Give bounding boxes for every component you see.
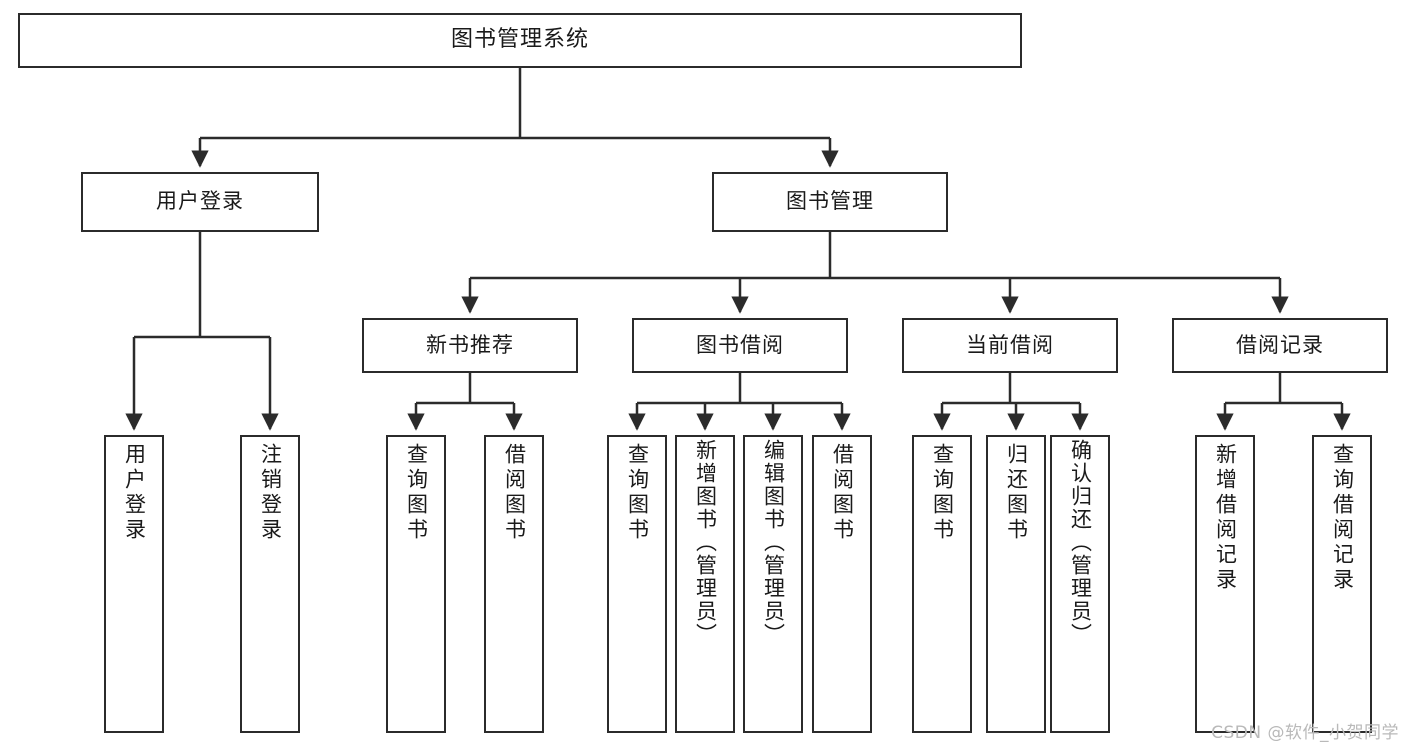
node-leaf-edit-book-label: 编辑图书（管理员） [761,439,786,646]
node-leaf-edit-book[interactable]: 编辑图书（管理员） [743,435,803,733]
node-current-borrow[interactable]: 当前借阅 [902,318,1118,373]
node-new-book-rec[interactable]: 新书推荐 [362,318,578,373]
node-borrow-record[interactable]: 借阅记录 [1172,318,1388,373]
node-leaf-user-logout-label: 注销登录 [258,443,283,543]
node-book-borrow[interactable]: 图书借阅 [632,318,848,373]
node-root-label: 图书管理系统 [450,27,589,53]
node-leaf-query-book-3-label: 查询图书 [930,443,955,543]
node-leaf-user-logout[interactable]: 注销登录 [240,435,300,733]
node-leaf-borrow-book-1-label: 借阅图书 [502,443,527,543]
node-leaf-query-book-1[interactable]: 查询图书 [386,435,446,733]
node-leaf-borrow-book-2[interactable]: 借阅图书 [812,435,872,733]
node-leaf-user-login-label: 用户登录 [122,443,147,543]
node-leaf-query-book-2-label: 查询图书 [625,443,650,543]
node-leaf-query-book-1-label: 查询图书 [404,443,429,543]
node-leaf-confirm-return-label: 确认归还（管理员） [1068,439,1093,646]
node-leaf-add-record[interactable]: 新增借阅记录 [1195,435,1255,733]
csdn-watermark: CSDN @软件_小贺同学 [1211,723,1399,743]
node-book-manage[interactable]: 图书管理 [712,172,948,232]
node-leaf-user-login[interactable]: 用户登录 [104,435,164,733]
node-leaf-query-book-3[interactable]: 查询图书 [912,435,972,733]
node-leaf-add-book-label: 新增图书（管理员） [693,439,718,646]
node-leaf-query-record-label: 查询借阅记录 [1330,443,1355,593]
node-leaf-borrow-book-1[interactable]: 借阅图书 [484,435,544,733]
node-new-book-rec-label: 新书推荐 [426,332,514,357]
node-leaf-add-book[interactable]: 新增图书（管理员） [675,435,735,733]
node-leaf-query-record[interactable]: 查询借阅记录 [1312,435,1372,733]
node-borrow-record-label: 借阅记录 [1236,332,1324,357]
node-book-borrow-label: 图书借阅 [696,332,784,357]
node-leaf-return-book[interactable]: 归还图书 [986,435,1046,733]
node-leaf-add-record-label: 新增借阅记录 [1213,443,1238,593]
node-current-borrow-label: 当前借阅 [966,332,1054,357]
node-leaf-confirm-return[interactable]: 确认归还（管理员） [1050,435,1110,733]
node-root[interactable]: 图书管理系统 [18,13,1022,68]
node-user-login[interactable]: 用户登录 [81,172,319,232]
node-leaf-borrow-book-2-label: 借阅图书 [830,443,855,543]
node-leaf-query-book-2[interactable]: 查询图书 [607,435,667,733]
node-book-manage-label: 图书管理 [786,189,874,214]
node-user-login-label: 用户登录 [156,189,244,214]
node-leaf-return-book-label: 归还图书 [1004,443,1029,543]
